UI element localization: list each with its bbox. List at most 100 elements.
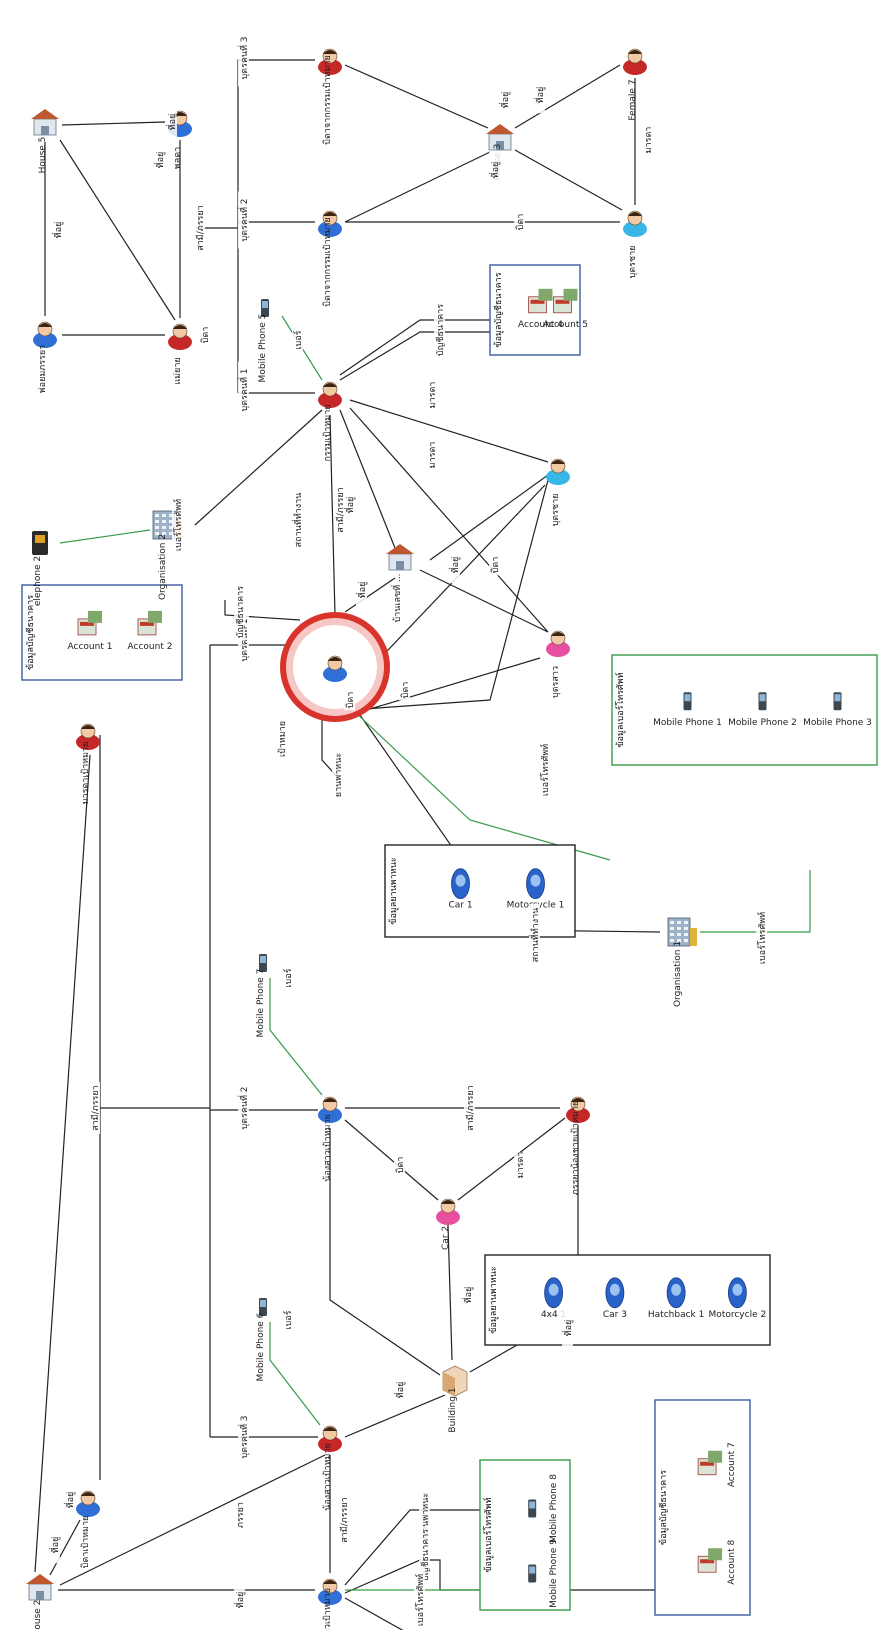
edge-line xyxy=(344,577,396,613)
node-sib2-spouse[interactable]: ภรรยาน้องชายเป้าหมาย xyxy=(566,1096,590,1195)
node-male-sp[interactable]: บุตรชาย xyxy=(623,210,647,278)
node-son-r[interactable]: บุตรชาย xyxy=(546,458,570,526)
group-item[interactable]: Mobile Phone 8 xyxy=(528,1474,559,1543)
node-building1[interactable]: Building 1 xyxy=(442,1365,468,1433)
group-phones-s3: ข้อมูลเบอร์โทรศัพท์Mobile Phone 8Mobile … xyxy=(479,1459,571,1611)
edge-label-bg xyxy=(414,1566,425,1630)
target-node[interactable]: เป้าหมาย xyxy=(277,612,390,757)
node-mp5[interactable]: Mobile Phone 5 xyxy=(258,299,269,382)
edge-label: บุตรคนที่ 1 xyxy=(237,361,250,419)
edge-label-bg xyxy=(514,211,525,233)
group-item-label: Mobile Phone 1 xyxy=(653,718,722,728)
node-phone2[interactable]: elephone 2 xyxy=(32,531,48,606)
group-item-label: Account 1 xyxy=(68,642,113,652)
edge-label-text: ที่อยู่ xyxy=(393,1382,406,1399)
node-son2[interactable]: บิดาจากกรรมเป้าหมาย xyxy=(318,210,342,307)
edge-label-bg xyxy=(64,1481,75,1519)
edge-label: เบอร์ xyxy=(282,1307,294,1333)
edge-label: สามี/ภรรยา xyxy=(464,1082,476,1134)
node-son3[interactable]: บิดาจากกรรมเป้าหมาย xyxy=(318,48,342,145)
node-sibling3[interactable]: น้องสาวเป้าหมาย xyxy=(318,1425,342,1511)
edge-label: สถานที่ทำงาน xyxy=(291,488,304,552)
group-item-label: Mobile Phone 9 xyxy=(549,1539,559,1608)
group-item[interactable]: Account 1 xyxy=(68,610,113,652)
edge-label-text: ที่อยู่ xyxy=(51,222,64,239)
node-dau-r[interactable]: บุตรสาว xyxy=(546,630,570,698)
edge-label: บัญชีธนาคาร xyxy=(234,583,246,641)
node-son1[interactable]: กรรมเป้าหมาย xyxy=(318,381,342,462)
person-icon xyxy=(33,321,57,348)
edge-label: ที่อยู่ xyxy=(51,211,64,249)
group-item[interactable]: Mobile Phone 1 xyxy=(653,692,722,728)
edge-label-bg xyxy=(234,583,245,641)
edge-line xyxy=(344,64,489,129)
person-icon xyxy=(546,630,570,657)
node-sib3-spouse[interactable]: สามีน้องสาวเป้าหมาย xyxy=(318,1578,342,1630)
node-mp6[interactable]: Mobile Phone 6 xyxy=(256,1298,267,1381)
house-icon xyxy=(26,1574,54,1601)
node-father-t[interactable]: บิดาเป้าหมาย xyxy=(76,1490,100,1568)
node-label: House 2 xyxy=(33,1600,43,1630)
group-item[interactable]: Mobile Phone 3 xyxy=(803,692,872,728)
bank-account-icon xyxy=(697,1548,723,1573)
edge-label: บิดา xyxy=(199,324,211,346)
edge-label: ที่อยู่ xyxy=(498,81,511,119)
node-label: น้องสาวเป้าหมาย xyxy=(322,1114,333,1182)
mobile-phone-icon xyxy=(833,692,842,711)
node-car2[interactable]: Car 2 xyxy=(436,1198,460,1250)
node-mp7[interactable]: Mobile Phone 7 xyxy=(256,954,267,1037)
mobile-phone-icon xyxy=(528,1499,537,1518)
edge-label-bg xyxy=(238,1408,249,1466)
edge-label-text: มารดา xyxy=(644,127,654,154)
edge-label-text: บัญชีธนาคาร xyxy=(435,304,446,356)
node-house2[interactable]: House 2 xyxy=(26,1574,54,1630)
group-item[interactable]: Mobile Phone 9 xyxy=(528,1539,559,1608)
edge-label-text: บุตรคนที่ 2 xyxy=(237,1086,250,1129)
group-item[interactable]: 4x4 1 xyxy=(541,1277,566,1320)
edge-label-bg xyxy=(334,484,345,536)
edge-label: ที่อยู่ xyxy=(561,1309,574,1347)
edge-line xyxy=(349,479,549,711)
group-item-label: Account 5 xyxy=(543,320,588,330)
group-item[interactable]: Mobile Phone 2 xyxy=(728,692,797,728)
edge-label-text: สามี/ภรรยา xyxy=(90,1085,101,1130)
edge-label-text: ที่อยู่ xyxy=(233,1592,246,1609)
node-mother[interactable]: แม่ยาย xyxy=(168,323,192,385)
node-sibling2[interactable]: น้องสาวเป้าหมาย xyxy=(318,1096,342,1182)
edge-line xyxy=(344,1509,485,1586)
group-item[interactable]: Account 7 xyxy=(697,1442,737,1487)
group-item-label: Car 1 xyxy=(448,901,472,911)
group-item[interactable]: Hatchback 1 xyxy=(648,1277,704,1320)
node-org1[interactable]: Organisation 1 xyxy=(667,917,697,1007)
edge-label: บัญชีธนาคาร xyxy=(434,301,446,359)
person-icon xyxy=(318,1425,342,1452)
node-inlaw[interactable]: พ่อยมภรรยา xyxy=(33,321,57,393)
group-item[interactable]: Car 1 xyxy=(448,868,473,911)
group-item[interactable]: Account 5 xyxy=(543,288,588,330)
group-frame xyxy=(611,654,878,766)
group-item[interactable]: Car 3 xyxy=(603,1277,627,1320)
group-item-label: Car 3 xyxy=(603,1310,627,1320)
group-item-label: Mobile Phone 8 xyxy=(549,1474,559,1543)
group-item[interactable]: Motorcycle 2 xyxy=(709,1277,767,1320)
group-item[interactable]: Account 8 xyxy=(697,1540,737,1585)
edge-label-bg xyxy=(234,1502,245,1528)
phone-icon xyxy=(261,299,269,317)
node-label: บิดาจากกรรมเป้าหมาย xyxy=(322,217,333,306)
node-female7[interactable]: Female 7 xyxy=(623,48,647,121)
group-item[interactable]: Account 4 xyxy=(518,288,563,330)
edge-label: ที่อยู่ xyxy=(153,141,166,179)
node-home-t[interactable]: บ้านเลขที่ ... xyxy=(386,544,414,623)
edge-label: เบอร์โทรศัพท์ xyxy=(414,1566,426,1630)
edge-label: เบอร์โทรศัพท์ xyxy=(539,736,551,804)
edge-label: สามี/ภรรยา xyxy=(194,202,206,254)
edge-label-text: สามี/ภรรยา xyxy=(195,205,206,250)
node-house5[interactable]: House 5 xyxy=(31,109,59,173)
group-item[interactable]: Account 2 xyxy=(128,610,173,652)
node-mother-t[interactable]: มารดาเป้าหมาย xyxy=(76,723,100,804)
edge-label-bg xyxy=(394,1371,405,1409)
edge-label-text: ที่อยู่ xyxy=(48,1537,61,1554)
edge-label-text: เบอร์ xyxy=(292,330,304,349)
telephone-icon xyxy=(32,531,48,555)
